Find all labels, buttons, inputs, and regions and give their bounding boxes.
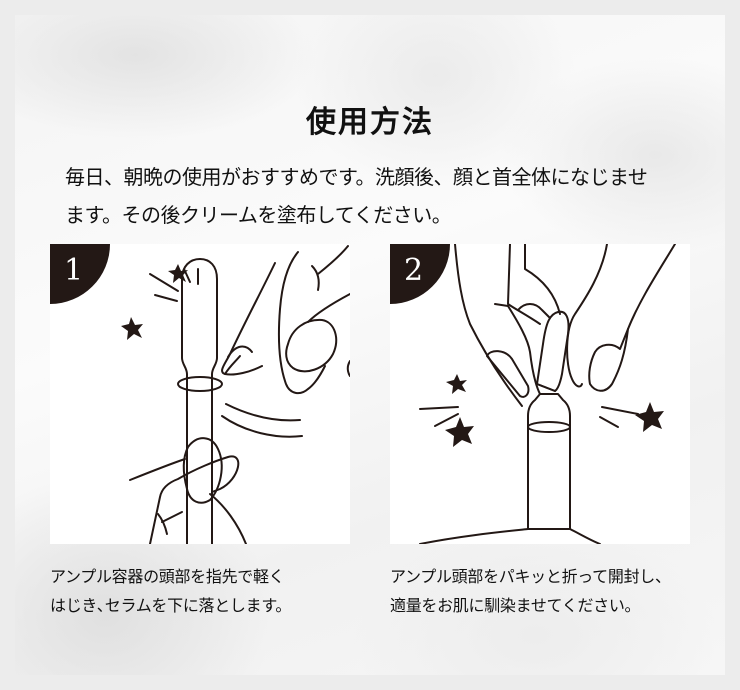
step-1-number: 1 xyxy=(64,253,84,288)
step-2-number: 2 xyxy=(404,253,424,288)
intro-text: 毎日、朝晩の使用がおすすめです。洗顔後、顔と首全体になじませ ます。その後クリー… xyxy=(65,158,715,234)
intro-line-2: ます。その後クリームを塗布してください。 xyxy=(65,203,452,227)
step-1-caption: アンプル容器の頭部を指先で軽く はじき､セラムを下に落とします。 xyxy=(50,562,370,620)
finger-flick-ampoule-icon xyxy=(121,245,350,544)
snap-open-ampoule-icon xyxy=(419,244,676,544)
step-1-illustration-panel: 1 xyxy=(50,244,350,544)
step-2-caption: アンプル頭部をパキッと折って開封し、 適量をお肌に馴染ませてください。 xyxy=(390,562,710,620)
step-1-caption-line-1: アンプル容器の頭部を指先で軽く xyxy=(50,567,285,586)
step-1-caption-line-2: はじき､セラムを下に落とします。 xyxy=(50,596,292,615)
step-2-caption-line-2: 適量をお肌に馴染ませてください。 xyxy=(390,596,641,615)
step-2-illustration-panel: 2 xyxy=(390,244,690,544)
step-2-caption-line-1: アンプル頭部をパキッと折って開封し、 xyxy=(390,567,671,586)
page-title: 使用方法 xyxy=(306,105,434,141)
intro-line-1: 毎日、朝晩の使用がおすすめです。洗顔後、顔と首全体になじませ xyxy=(65,165,648,189)
